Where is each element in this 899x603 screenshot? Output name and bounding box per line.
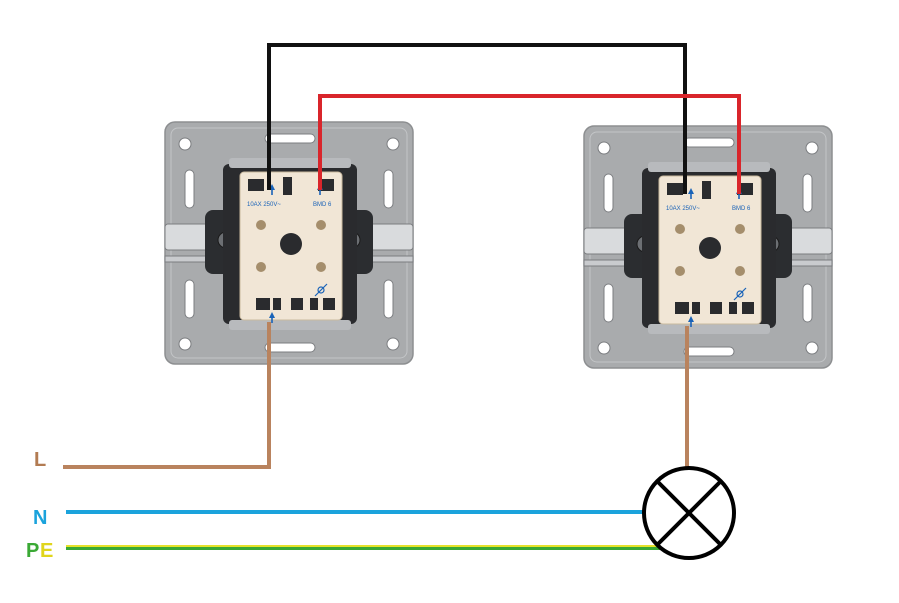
label-n: N — [33, 507, 47, 529]
switch-right-rating: 10AX 250V~ — [666, 206, 700, 212]
switch-right-code: BMD 6 — [732, 206, 751, 212]
traveler-wire-red — [318, 94, 741, 194]
label-pe-e: E — [40, 540, 53, 562]
label-pe-p: P — [26, 540, 39, 562]
switch-left: 10AX 250V~ BMD 6 — [164, 121, 414, 365]
traveler-wire-black — [267, 43, 687, 194]
switch-left-rating: 10AX 250V~ — [247, 202, 281, 208]
switch-left-code: BMD 6 — [313, 202, 332, 208]
phase-wire — [63, 322, 271, 469]
switch-right: 10AX 250V~ BMD 6 — [583, 125, 833, 369]
lamp-symbol-icon-small — [733, 287, 747, 301]
lamp-symbol-icon — [642, 466, 736, 560]
lamp-symbol-icon-small — [314, 283, 328, 297]
label-l: L — [34, 449, 46, 471]
